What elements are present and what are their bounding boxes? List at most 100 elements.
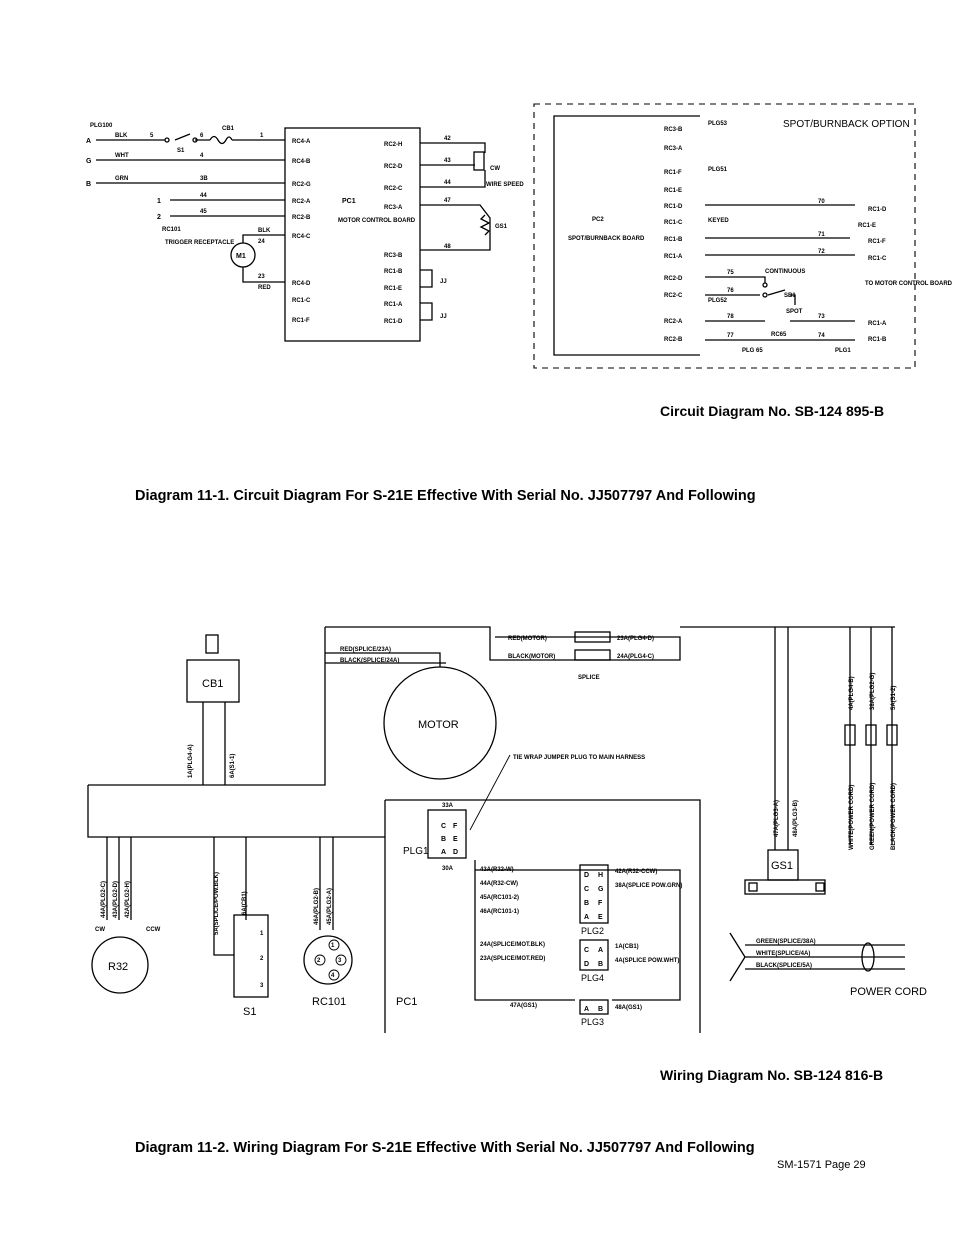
pin-label: RC3-B	[664, 127, 683, 133]
cw-label: CW	[490, 166, 500, 172]
plg53-label: PLG53	[708, 121, 728, 127]
pin-label: RC1-B	[664, 237, 683, 243]
pin-label: B	[598, 961, 603, 968]
pin-label: E	[453, 836, 458, 843]
cb1-label: CB1	[202, 678, 223, 690]
s1-leads	[213, 837, 247, 956]
wire-label: 46A(RC101-1)	[480, 909, 519, 915]
pin-label: A	[584, 914, 589, 921]
cb1-body	[186, 659, 240, 703]
inline-splice	[886, 724, 898, 746]
pin-label: RC3-A	[384, 205, 403, 211]
pin-label: 1	[260, 931, 264, 937]
pin-label: RC2-D	[664, 276, 683, 282]
pin-label: RC1-D	[664, 204, 683, 210]
spot-label: SPOT	[786, 309, 803, 315]
cb1-leads	[202, 702, 226, 785]
pc1-right-wires	[420, 142, 491, 251]
plg2-connector	[579, 864, 609, 924]
plg1-connector	[427, 809, 467, 859]
wire-label: WHITE(POWER CORD)	[849, 785, 855, 850]
to-motor-label: TO MOTOR CONTROL BOARD	[865, 281, 953, 287]
jumper-label: JJ	[440, 314, 447, 320]
pin-label: RC1-B	[384, 269, 403, 275]
s1-contact-2	[192, 137, 198, 143]
r32-ccw: CCW	[146, 927, 161, 933]
jumpers	[420, 269, 433, 321]
wire-label: RED(MOTOR)	[508, 636, 547, 642]
pc1-label: PC1	[396, 996, 417, 1008]
plg2-label: PLG2	[581, 926, 604, 936]
wire-label: BLACK(SPLICE/5A)	[756, 963, 812, 969]
rc101-pin-circle	[328, 969, 340, 981]
wire-label: BLACK(MOTOR)	[508, 654, 555, 660]
wire-num: 47	[444, 198, 451, 204]
pin-label: 3	[260, 983, 264, 989]
wire-num: 76	[727, 288, 734, 294]
pin-label: RC1-A	[868, 321, 887, 327]
pin-label: RC3-B	[384, 253, 403, 259]
pin-label: RC1-B	[868, 337, 887, 343]
wiring-diagram: CB1 1A(PLG4-A) 6A(S1-1) MOTOR RED(SPLICE…	[87, 626, 927, 1033]
pin-label: B	[598, 1006, 603, 1013]
pin-label: RC2-H	[384, 142, 402, 148]
pin-label: H	[598, 872, 603, 879]
plg65-label: PLG 65	[742, 348, 763, 354]
spot-title: SPOT/BURNBACK OPTION	[783, 119, 910, 130]
wiring-diagram-number: Wiring Diagram No. SB-124 816-B	[660, 1067, 884, 1083]
plg3-connector	[579, 999, 609, 1015]
wire-label: 43A(PLG2-D)	[113, 881, 119, 918]
inline-splice	[865, 724, 877, 746]
wire-num: 43	[444, 158, 451, 164]
wire-num: 44	[200, 193, 207, 199]
wire-label: BLACK(POWER CORD)	[891, 783, 897, 850]
wire-label: 4A(SPLICE POW.WHT)	[615, 958, 679, 964]
s1-contact	[164, 137, 170, 143]
plg3-label: PLG3	[581, 1017, 604, 1027]
pin-label: 1	[331, 943, 335, 949]
wire-speed-label: WIRE SPEED	[486, 182, 524, 188]
rc101-label: RC101	[162, 227, 181, 233]
splice-connector	[574, 649, 611, 661]
motor-leads	[325, 652, 446, 667]
power-cord-strain-relief	[861, 942, 875, 972]
trigger-label: TRIGGER RECEPTACLE	[165, 240, 234, 246]
gs1-coil	[479, 214, 491, 236]
pc1-right-pins: RC2-H RC2-D RC2-C RC3-A RC3-B RC1-B RC1-…	[384, 142, 403, 325]
wire-label: 48A(PLG3-B)	[793, 800, 799, 837]
pin-label: F	[598, 900, 603, 907]
plg4-wires: 24A(SPLICE/MOT.BLK) 23A(SPLICE/MOT.RED) …	[480, 942, 679, 964]
wire-label: 46A(PLG2-B)	[314, 888, 320, 925]
wire-label: BLK	[258, 228, 271, 234]
r32-leads	[106, 837, 132, 920]
wire-label: BLACK(SPLICE/24A)	[340, 658, 399, 664]
page-footer: SM-1571 Page 29	[777, 1159, 866, 1171]
wire-num: 44	[444, 180, 451, 186]
pin-label: RC1-D	[384, 319, 403, 325]
rc101-wires	[170, 199, 285, 217]
pin-label: A	[441, 849, 446, 856]
wire-label: GREEN(POWER CORD)	[870, 783, 876, 850]
wire-label: 24A(SPLICE/MOT.BLK)	[480, 942, 545, 948]
pin-label: B	[584, 900, 589, 907]
wire-num: 70	[818, 199, 825, 205]
wire-label: WHITE(SPLICE/4A)	[756, 951, 810, 957]
wire-num: 73	[818, 314, 825, 320]
pin-label: RC1-C	[664, 220, 683, 226]
wire-num: 42	[444, 136, 451, 142]
pin-label: D	[584, 872, 589, 879]
sb1-label: SB1	[784, 293, 796, 299]
right-pins: RC1-D RC1-E RC1-F RC1-C RC1-A RC1-B	[858, 207, 887, 343]
wire-label: 42A(R32-CCW)	[615, 869, 657, 875]
tie-wrap-label: TIE WRAP JUMPER PLUG TO MAIN HARNESS	[513, 755, 645, 761]
wire-label: 1A(PLG4-A)	[188, 744, 194, 778]
wire-num: 71	[818, 232, 825, 238]
pin-label: RC2-G	[292, 182, 311, 188]
plg1-label: PLG1	[403, 846, 429, 857]
pin-label: RC2-C	[384, 186, 403, 192]
rc101-pin-circle	[314, 954, 326, 966]
rc101-pin-circle	[328, 939, 340, 951]
keyed-label: KEYED	[708, 218, 729, 224]
pin-label: RC1-C	[868, 256, 887, 262]
rc101-receptacle	[303, 935, 353, 985]
